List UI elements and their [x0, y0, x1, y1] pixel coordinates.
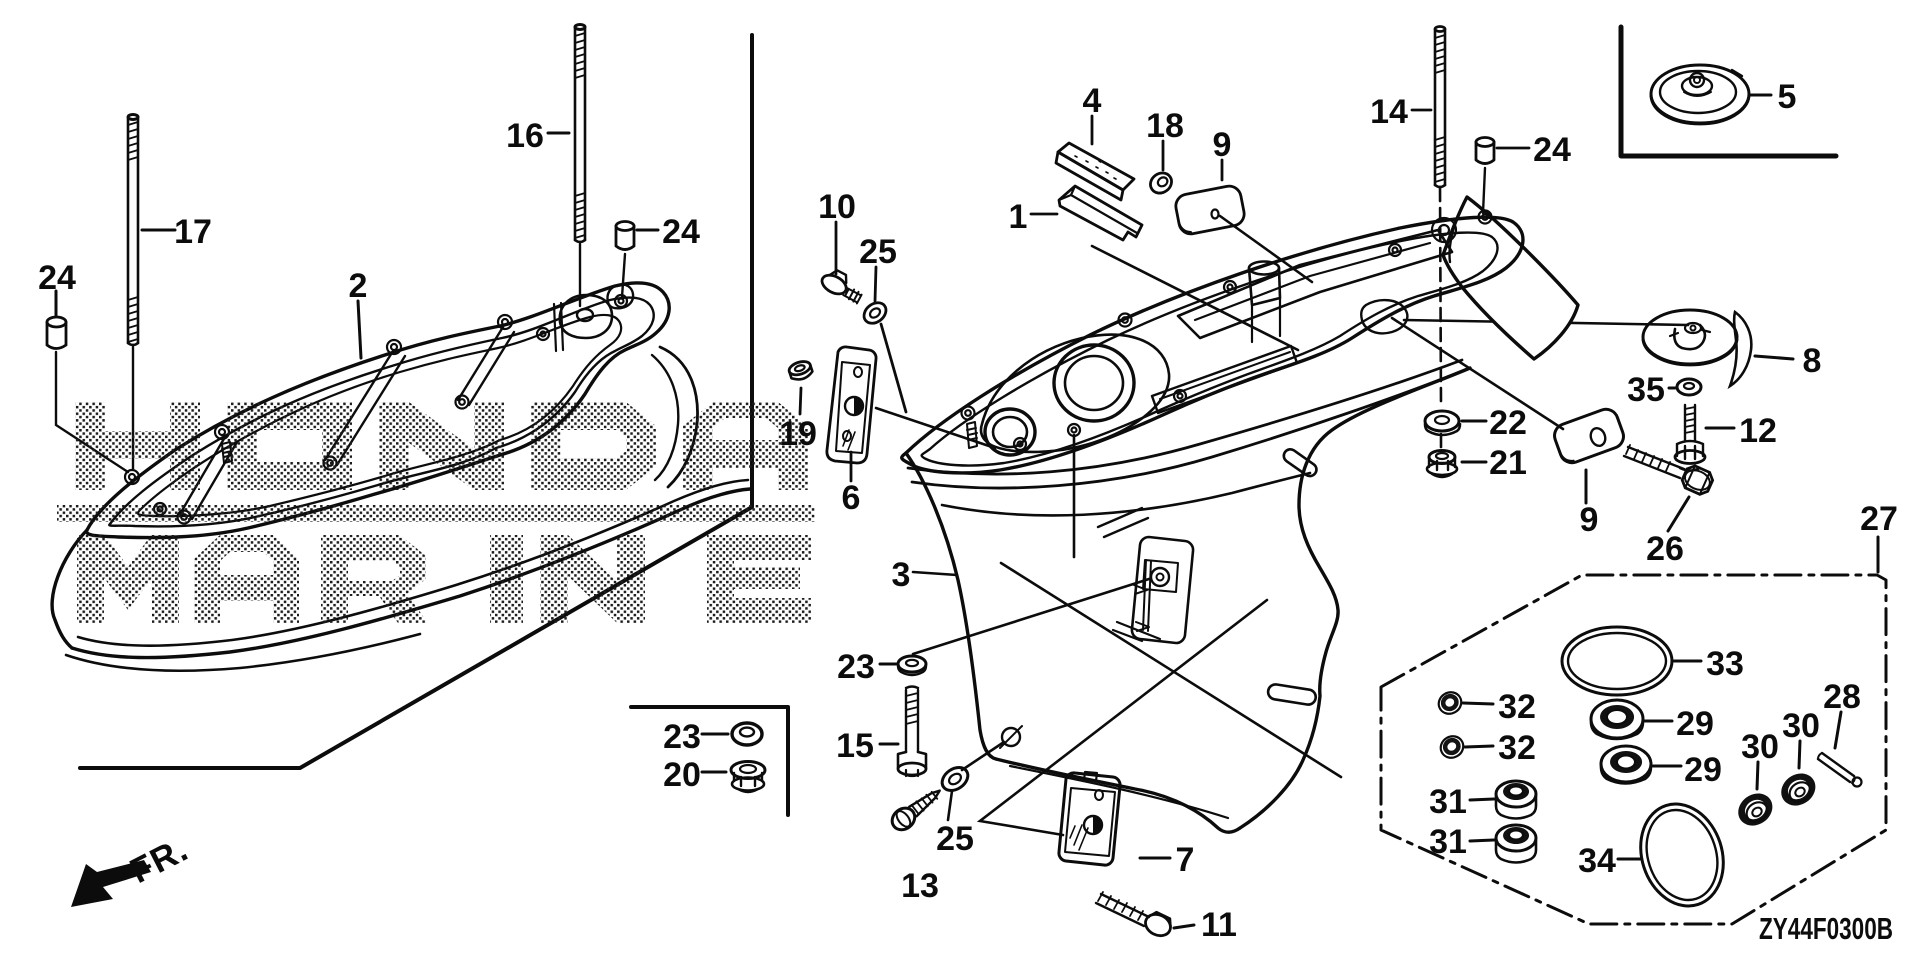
svg-text:18: 18	[1146, 107, 1184, 145]
svg-text:28: 28	[1823, 678, 1861, 716]
svg-text:12: 12	[1739, 412, 1777, 450]
svg-text:4: 4	[1083, 82, 1102, 120]
svg-text:21: 21	[1489, 444, 1527, 482]
svg-text:11: 11	[1201, 906, 1237, 944]
svg-text:35: 35	[1627, 371, 1665, 409]
svg-text:27: 27	[1860, 500, 1898, 538]
svg-text:25: 25	[936, 820, 974, 858]
svg-text:20: 20	[663, 756, 701, 794]
svg-text:24: 24	[662, 213, 700, 251]
svg-text:16: 16	[506, 117, 544, 155]
svg-text:17: 17	[174, 213, 212, 251]
svg-text:24: 24	[1533, 131, 1571, 169]
svg-text:2: 2	[349, 267, 368, 305]
svg-text:23: 23	[663, 718, 701, 756]
svg-text:14: 14	[1370, 93, 1408, 131]
svg-text:ZY44F0300B: ZY44F0300B	[1759, 911, 1893, 946]
svg-text:29: 29	[1676, 705, 1714, 743]
svg-text:31: 31	[1429, 783, 1467, 821]
svg-text:15: 15	[836, 727, 874, 765]
svg-text:19: 19	[779, 415, 817, 453]
svg-text:7: 7	[1176, 841, 1195, 879]
svg-text:13: 13	[901, 867, 939, 905]
svg-text:22: 22	[1489, 404, 1527, 442]
svg-text:32: 32	[1498, 729, 1536, 767]
svg-text:FR.: FR.	[124, 829, 195, 891]
svg-text:33: 33	[1706, 645, 1744, 683]
svg-text:31: 31	[1429, 823, 1467, 861]
svg-text:9: 9	[1580, 501, 1599, 539]
svg-text:5: 5	[1778, 78, 1797, 116]
svg-text:26: 26	[1646, 530, 1684, 568]
svg-text:25: 25	[859, 233, 897, 271]
svg-text:30: 30	[1741, 728, 1779, 766]
svg-text:34: 34	[1578, 842, 1616, 880]
svg-text:3: 3	[892, 556, 911, 594]
svg-text:6: 6	[842, 479, 861, 517]
svg-text:24: 24	[38, 259, 76, 297]
svg-text:9: 9	[1213, 126, 1232, 164]
svg-text:30: 30	[1782, 707, 1820, 745]
svg-text:1: 1	[1009, 198, 1028, 236]
svg-text:29: 29	[1684, 751, 1722, 789]
svg-text:32: 32	[1498, 688, 1536, 726]
svg-text:8: 8	[1803, 342, 1822, 380]
svg-text:23: 23	[837, 648, 875, 686]
svg-text:10: 10	[818, 188, 856, 226]
